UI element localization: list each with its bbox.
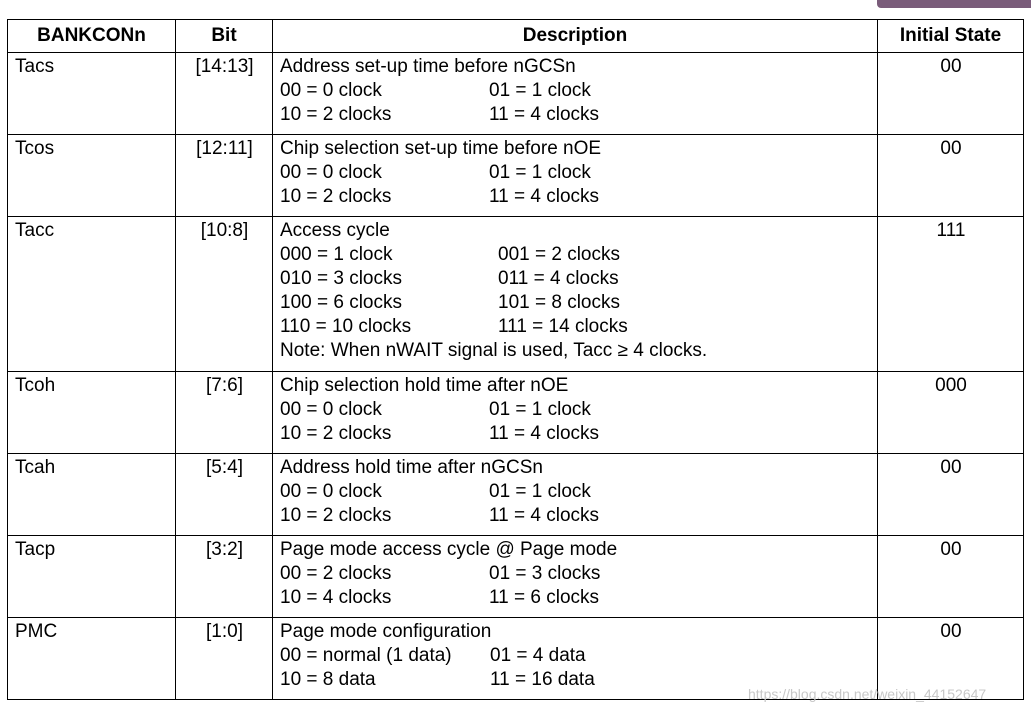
table-row: Tcoh [7:6] Chip selection hold time afte… — [7, 371, 1024, 454]
value-option: 00 = 0 clock — [280, 80, 382, 101]
description-line: 000 = 1 clock 001 = 2 clocks — [280, 243, 871, 267]
table-row: PMC [1:0] Page mode configuration 00 = n… — [7, 617, 1024, 700]
value-option: 01 = 1 clock — [489, 80, 591, 101]
header-initial-state: Initial State — [877, 19, 1024, 53]
field-bit: [14:13] — [175, 52, 273, 135]
field-initial-state: 00 — [877, 134, 1024, 217]
field-bit: [10:8] — [175, 216, 273, 372]
field-name: Tcoh — [7, 371, 176, 454]
description-line: 00 = 2 clocks 01 = 3 clocks — [280, 562, 871, 586]
description-line: 00 = 0 clock 01 = 1 clock — [280, 161, 871, 185]
value-option: 010 = 3 clocks — [280, 268, 402, 289]
field-name: PMC — [7, 617, 176, 700]
field-initial-state: 111 — [877, 216, 1024, 372]
field-name: Tcah — [7, 453, 176, 536]
field-bit: [12:11] — [175, 134, 273, 217]
value-option: 100 = 6 clocks — [280, 292, 402, 313]
header-row: BANKCONn Bit Description Initial State — [7, 19, 1024, 53]
header-bit: Bit — [175, 19, 273, 53]
value-option: 000 = 1 clock — [280, 244, 393, 265]
description-line: 00 = 0 clock 01 = 1 clock — [280, 480, 871, 504]
header-description: Description — [272, 19, 878, 53]
field-initial-state: 00 — [877, 535, 1024, 618]
value-option: 011 = 4 clocks — [498, 268, 619, 289]
description-title: Chip selection set-up time before nOE — [280, 138, 602, 159]
field-name: Tcos — [7, 134, 176, 217]
field-initial-state: 000 — [877, 371, 1024, 454]
field-bit: [3:2] — [175, 535, 273, 618]
description-line: 100 = 6 clocks 101 = 8 clocks — [280, 291, 871, 315]
value-option: 101 = 8 clocks — [498, 292, 620, 313]
description-line: 10 = 2 clocks 11 = 4 clocks — [280, 422, 871, 446]
value-option: 01 = 1 clock — [489, 162, 591, 183]
value-option: 11 = 16 data — [490, 669, 595, 690]
value-option: 00 = 0 clock — [280, 399, 382, 420]
field-name: Tacs — [7, 52, 176, 135]
field-description: Address set-up time before nGCSn 00 = 0 … — [272, 52, 878, 135]
value-option: 10 = 2 clocks — [280, 104, 392, 125]
description-line: 10 = 8 data 11 = 16 data — [280, 668, 871, 692]
value-option: 11 = 4 clocks — [489, 186, 600, 207]
value-option: 11 = 4 clocks — [489, 423, 600, 444]
field-initial-state: 00 — [877, 52, 1024, 135]
header-bankconn: BANKCONn — [7, 19, 176, 53]
value-option: 01 = 1 clock — [489, 399, 591, 420]
header-accent-bar — [877, 0, 1031, 8]
value-option: 111 = 14 clocks — [498, 316, 628, 337]
bankcon-register-table: BANKCONn Bit Description Initial State T… — [7, 19, 1024, 700]
description-note: Note: When nWAIT signal is used, Tacc ≥ … — [280, 340, 708, 361]
field-description: Chip selection hold time after nOE 00 = … — [272, 371, 878, 454]
field-name: Tacp — [7, 535, 176, 618]
value-option: 00 = 0 clock — [280, 162, 382, 183]
table-row: Tacs [14:13] Address set-up time before … — [7, 52, 1024, 135]
value-option: 01 = 3 clocks — [489, 563, 601, 584]
field-initial-state: 00 — [877, 617, 1024, 700]
field-description: Address hold time after nGCSn 00 = 0 clo… — [272, 453, 878, 536]
value-option: 10 = 2 clocks — [280, 423, 392, 444]
description-line: 10 = 2 clocks 11 = 4 clocks — [280, 185, 871, 209]
description-title: Address set-up time before nGCSn — [280, 56, 576, 77]
value-option: 001 = 2 clocks — [498, 244, 620, 265]
table-row: Tcah [5:4] Address hold time after nGCSn… — [7, 453, 1024, 536]
value-option: 110 = 10 clocks — [280, 316, 412, 337]
description-line: 10 = 2 clocks 11 = 4 clocks — [280, 504, 871, 528]
field-bit: [7:6] — [175, 371, 273, 454]
description-line: 010 = 3 clocks 011 = 4 clocks — [280, 267, 871, 291]
description-title: Chip selection hold time after nOE — [280, 375, 569, 396]
description-title: Address hold time after nGCSn — [280, 457, 543, 478]
field-bit: [5:4] — [175, 453, 273, 536]
value-option: 10 = 2 clocks — [280, 505, 392, 526]
field-description: Chip selection set-up time before nOE 00… — [272, 134, 878, 217]
description-line: 00 = normal (1 data) 01 = 4 data — [280, 644, 871, 668]
field-name: Tacc — [7, 216, 176, 372]
value-option: 01 = 1 clock — [489, 481, 591, 502]
field-description: Access cycle 000 = 1 clock 001 = 2 clocks… — [272, 216, 878, 372]
table-row: Tcos [12:11] Chip selection set-up time … — [7, 134, 1024, 217]
description-title: Page mode access cycle @ Page mode — [280, 539, 618, 560]
description-line: 10 = 4 clocks 11 = 6 clocks — [280, 586, 871, 610]
value-option: 10 = 2 clocks — [280, 186, 392, 207]
field-bit: [1:0] — [175, 617, 273, 700]
value-option: 11 = 4 clocks — [489, 505, 600, 526]
description-line: 10 = 2 clocks 11 = 4 clocks — [280, 103, 871, 127]
value-option: 10 = 4 clocks — [280, 587, 392, 608]
value-option: 00 = 0 clock — [280, 481, 382, 502]
description-title: Access cycle — [280, 220, 390, 241]
description-line: 00 = 0 clock 01 = 1 clock — [280, 79, 871, 103]
table-row: Tacp [3:2] Page mode access cycle @ Page… — [7, 535, 1024, 618]
value-option: 11 = 4 clocks — [489, 104, 600, 125]
watermark-url: https://blog.csdn.net/weixin_44152647 — [748, 686, 987, 702]
value-option: 11 = 6 clocks — [489, 587, 600, 608]
field-initial-state: 00 — [877, 453, 1024, 536]
value-option: 00 = 2 clocks — [280, 563, 392, 584]
description-line: 110 = 10 clocks 111 = 14 clocks — [280, 315, 871, 339]
value-option: 10 = 8 data — [280, 669, 376, 690]
description-title: Page mode configuration — [280, 621, 492, 642]
description-line: 00 = 0 clock 01 = 1 clock — [280, 398, 871, 422]
value-option: 00 = normal (1 data) — [280, 645, 452, 666]
field-description: Page mode access cycle @ Page mode 00 = … — [272, 535, 878, 618]
value-option: 01 = 4 data — [490, 645, 586, 666]
